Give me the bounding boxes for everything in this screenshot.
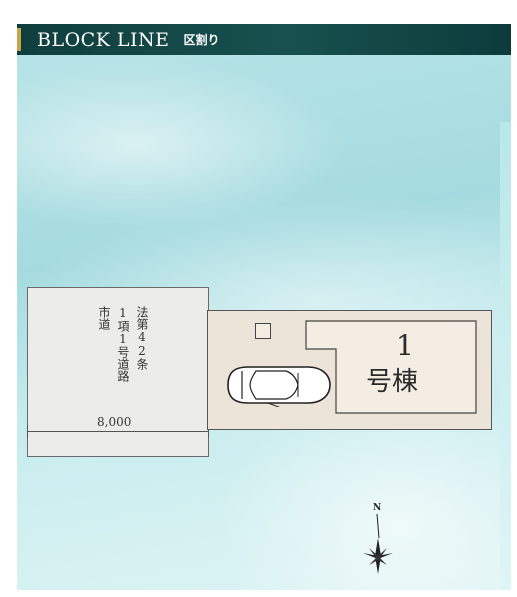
road-label-type: 1項1号道路 — [116, 306, 130, 382]
road-area: 法第42条 1項1号道路 市道 — [27, 287, 209, 457]
page-subtitle: 区割り — [183, 33, 220, 47]
page-title: BLOCK LINE — [37, 28, 170, 51]
map-edge-band — [500, 122, 511, 590]
north-label: N — [373, 503, 382, 513]
lot-1: 1 号棟 — [207, 310, 492, 430]
road-width-label: 8,000 — [97, 415, 132, 429]
dimension-tick-right — [208, 425, 209, 437]
header-bar: BLOCK LINE 区割り — [17, 24, 511, 55]
car-icon — [227, 366, 331, 407]
header-accent — [17, 28, 21, 51]
dimension-tick-left — [27, 425, 28, 437]
utility-box — [255, 323, 271, 339]
road-label-law: 法第42条 — [135, 306, 149, 370]
building-number: 1 — [396, 329, 414, 362]
building-outline — [305, 320, 477, 414]
compass-rose-icon — [363, 513, 393, 574]
building-label: 号棟 — [366, 367, 419, 397]
road-width-dimension-line — [27, 431, 209, 432]
road-label-city: 市道 — [97, 306, 111, 330]
site-plan-map: 法第42条 1項1号道路 市道 8,000 1 号棟 N — [17, 55, 511, 590]
